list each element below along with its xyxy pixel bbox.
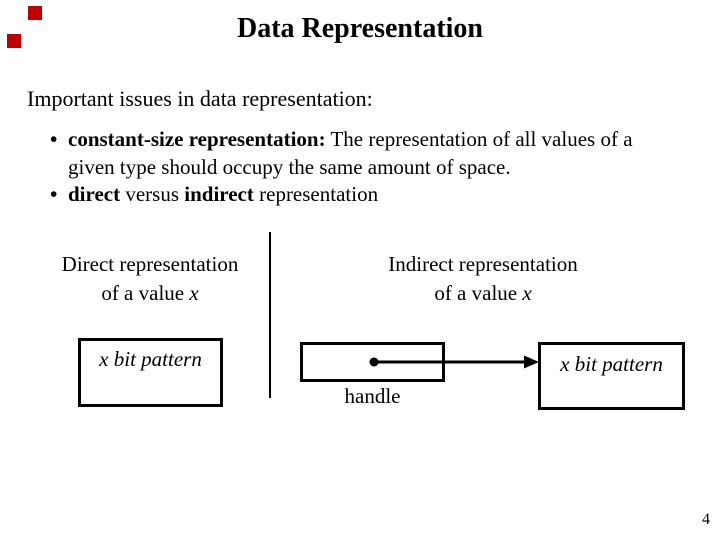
text-segment: x	[522, 281, 532, 305]
text-segment: The representation of all values of a gi…	[68, 127, 633, 179]
text-segment: Indirect representation	[388, 252, 578, 276]
slide-title: Data Representation	[236, 13, 483, 44]
red-square-decoration-top	[28, 6, 42, 20]
direct-bit-pattern-label: x bit pattern	[99, 347, 202, 371]
red-square-decoration-bottom	[7, 34, 21, 48]
text-segment: x	[189, 281, 199, 305]
indirect-column-heading: Indirect representation of a value x	[343, 250, 623, 308]
bullet-dot-icon: •	[50, 127, 58, 151]
column-divider	[269, 232, 271, 398]
handle-label: handle	[344, 384, 401, 408]
indirect-bit-pattern-box: x bit pattern	[538, 342, 685, 410]
bullet-item: • direct versus indirect representation	[50, 181, 675, 209]
indirect-heading-line1: Indirect representation	[343, 250, 623, 279]
intro-text: Important issues in data representation:	[27, 86, 373, 111]
direct-heading-line1: Direct representation	[20, 250, 280, 279]
text-segment: direct	[68, 182, 121, 206]
bullet-list: • constant-size representation: The repre…	[50, 126, 675, 209]
text-segment: of a value	[434, 281, 523, 305]
page-number: 4	[702, 511, 710, 528]
indirect-heading-line2: of a value x	[343, 279, 623, 308]
direct-column-heading: Direct representation of a value x	[20, 250, 280, 308]
direct-bit-pattern-box: x bit pattern	[78, 338, 223, 407]
indirect-bit-pattern-label: x bit pattern	[560, 352, 663, 376]
text-segment: of a value	[101, 281, 190, 305]
direct-heading-line2: of a value x	[20, 279, 280, 308]
text-segment: Direct representation	[61, 252, 239, 276]
text-segment: indirect	[184, 182, 254, 206]
bullet-dot-icon: •	[50, 182, 58, 206]
text-segment: representation	[253, 182, 379, 206]
text-segment: constant-size representation:	[68, 127, 326, 151]
pointer-arrow-icon	[369, 355, 539, 369]
bullet-item: • constant-size representation: The repre…	[50, 126, 675, 181]
text-segment: versus	[120, 182, 185, 206]
